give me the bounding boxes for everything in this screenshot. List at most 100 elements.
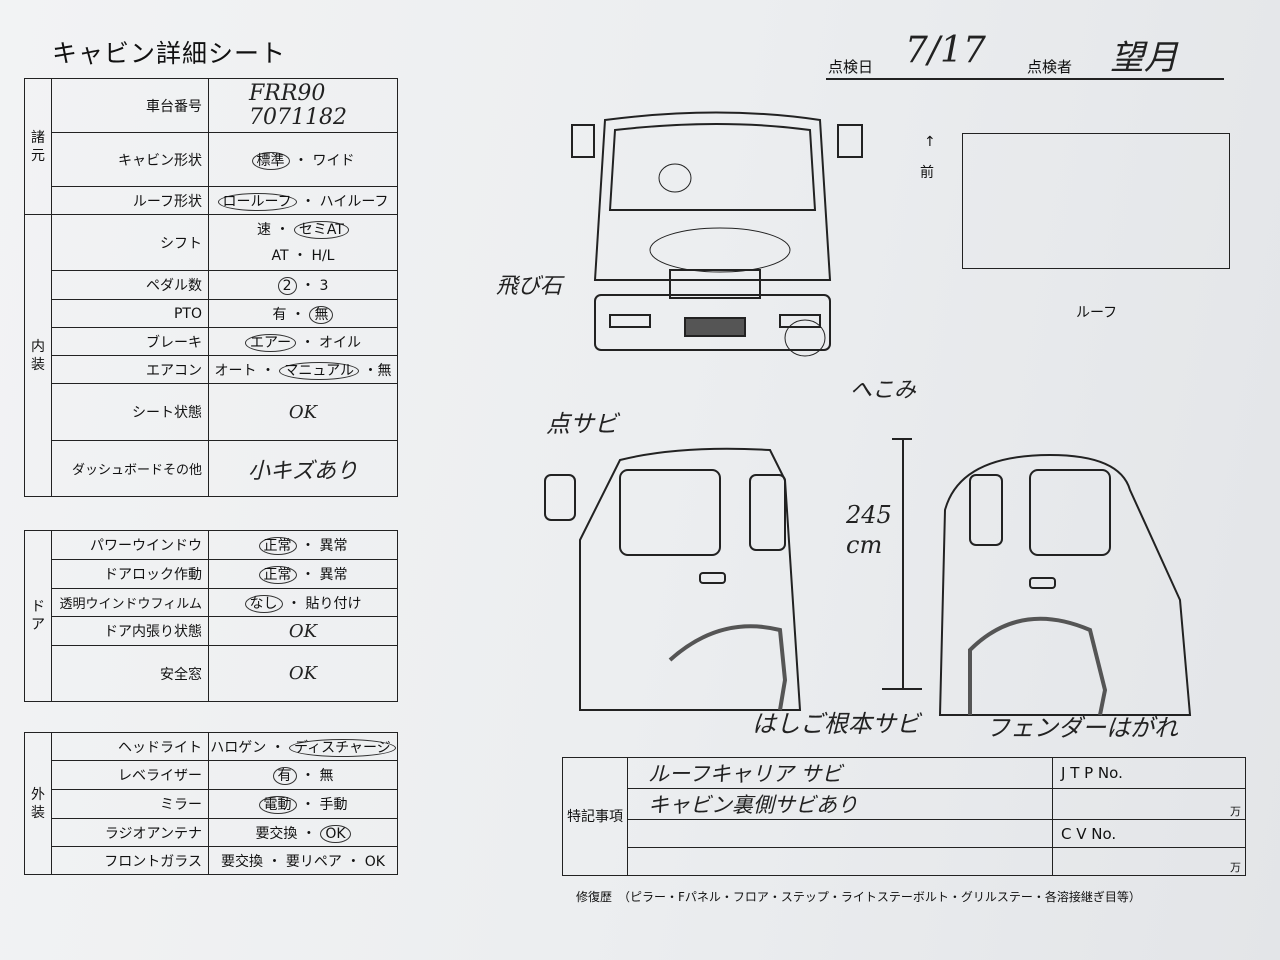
sheet-title: キャビン詳細シート: [52, 39, 287, 68]
door-trim-value: OK: [208, 616, 398, 646]
headlight-discharge: ディスチャージ: [289, 738, 396, 757]
cabin-shape-sep: ・: [294, 152, 308, 169]
dent-circle: [784, 319, 826, 357]
roof-shape-low: ロールーフ: [217, 192, 297, 211]
roof-box: [962, 133, 1230, 269]
dashboard-value: 小キズあり: [208, 440, 398, 497]
specs-group-label: 諸元: [24, 78, 52, 215]
windshield-replace: 要交換: [220, 853, 263, 870]
mirror-manual: 手動: [319, 797, 348, 813]
leveler-no: 無: [319, 768, 334, 784]
antenna-options: 要交換 ・ OK: [208, 818, 398, 847]
left-side-mirror: [544, 474, 576, 521]
aircon-manual: マニュアル: [279, 361, 360, 380]
door-lock-abnormal: 異常: [319, 567, 348, 583]
right-rear-window: [969, 474, 1003, 546]
remarks-line-3: [627, 819, 1053, 848]
mirror-electric: 電動: [258, 796, 297, 814]
windshield-label: フロントガラス: [51, 846, 209, 875]
windshield-sep: ・: [267, 853, 282, 870]
power-window-options: 正常 ・ 異常: [208, 530, 398, 560]
shift-label: シフト: [51, 214, 209, 271]
pedal-count-3: 3: [319, 278, 329, 294]
front-bumper: [594, 294, 831, 351]
cv-label: C V No.: [1052, 819, 1246, 848]
left-fender: [668, 624, 788, 711]
leveler-options: 有 ・ 無: [208, 760, 398, 790]
mirror-sep: ・: [301, 797, 315, 813]
antenna-replace: 要交換: [255, 825, 298, 842]
date-value: 7/17: [905, 30, 986, 71]
antenna-ok: OK: [320, 824, 351, 843]
right-fender: [968, 616, 1108, 716]
chip-circle: [658, 163, 692, 193]
height-marker-line: [902, 438, 904, 688]
note-height: 245 cm: [846, 501, 892, 559]
height-marker-bottom: [882, 688, 922, 690]
shift-sep: ・: [275, 221, 290, 238]
door-lock-normal: 正常: [258, 566, 297, 584]
roof-shape-label: ルーフ形状: [51, 186, 209, 215]
mirror-label: ミラー: [51, 789, 209, 819]
door-table: ドア パワーウインドウ 正常 ・ 異常 ドアロック作動 正常 ・ 異常 透明ウイ…: [24, 530, 398, 702]
door-trim-label: ドア内張り状態: [51, 616, 209, 646]
seat-condition-label: シート状態: [51, 383, 209, 441]
window-film-sep: ・: [287, 595, 301, 612]
pedal-count-options: 2 ・ 3: [208, 270, 398, 300]
remarks-line-4: [627, 847, 1053, 876]
cabin-shape-standard: 標準: [251, 151, 290, 170]
note-fender-peel: フェンダーはがれ: [986, 714, 1178, 742]
left-fog-light: [609, 314, 651, 328]
cv-unit: 万: [1052, 847, 1246, 876]
exterior-group-label: 外装: [24, 732, 52, 875]
power-window-label: パワーウインドウ: [51, 530, 209, 560]
remarks-table: 特記事項 ルーフキャリア サビ J T P No. キャビン裏側サビあり 万 C…: [562, 757, 1246, 876]
left-door-handle: [699, 572, 726, 584]
leveler-label: レベライザー: [51, 760, 209, 790]
brake-options: エアー ・ オイル: [208, 327, 398, 356]
chassis-number-label: 車台番号: [51, 78, 209, 133]
roof-shape-options: ロールーフ ・ ハイルーフ: [208, 186, 398, 215]
shift-semi-at: セミAT: [293, 220, 349, 239]
windshield-options: 要交換 ・ 要リペア ・ OK: [208, 846, 398, 875]
interior-group-label: 内装: [24, 214, 52, 497]
shift-fast: 速: [257, 221, 272, 238]
spot-rust-circle: [649, 227, 791, 273]
remarks-label: 特記事項: [562, 757, 628, 876]
jtp-unit: 万: [1052, 788, 1246, 820]
mirror-options: 電動 ・ 手動: [208, 789, 398, 819]
note-spot-rust: 点サビ: [546, 410, 618, 438]
right-door-window: [1029, 469, 1111, 556]
aircon-options: オート ・ マニュアル ・無: [208, 355, 398, 384]
pto-sep: ・: [291, 306, 305, 323]
window-film-applied: 貼り付け: [305, 595, 362, 612]
chassis-number-value: FRR90 7071182: [208, 78, 398, 133]
cabin-shape-options: 標準 ・ ワイド: [208, 132, 398, 187]
front-label: 前: [920, 165, 934, 181]
grille: [669, 269, 761, 299]
remarks-line-2: キャビン裏側サビあり: [627, 788, 1053, 820]
safety-window-value: OK: [208, 645, 398, 702]
cabin-shape-wide: ワイド: [312, 152, 355, 169]
brake-air: エアー: [244, 333, 297, 352]
note-chip: 飛び石: [496, 274, 563, 299]
headlight-label: ヘッドライト: [51, 732, 209, 761]
antenna-label: ラジオアンテナ: [51, 818, 209, 847]
leveler-yes: 有: [272, 767, 297, 785]
windshield: [608, 123, 817, 211]
window-film-options: なし ・ 貼り付け: [208, 588, 398, 617]
safety-window-label: 安全窓: [51, 645, 209, 702]
windshield-repair-ok: 要リペア ・ OK: [285, 853, 385, 870]
left-cab-outline: [579, 447, 802, 711]
door-group-label: ドア: [24, 530, 52, 702]
shift-options: 速 ・ セミAT AT ・ H/L: [208, 214, 398, 271]
pedal-count-label: ペダル数: [51, 270, 209, 300]
inspector-value: 望月: [1110, 38, 1178, 78]
truck-left-side-view: [544, 447, 802, 711]
left-rear-window: [749, 474, 786, 551]
door-lock-sep: ・: [301, 567, 315, 583]
cabin-shape-label: キャビン形状: [51, 132, 209, 187]
jtp-label: J T P No.: [1052, 757, 1246, 789]
front-cab-outline: [593, 111, 832, 281]
headlight-halogen: ハロゲン: [210, 739, 267, 756]
